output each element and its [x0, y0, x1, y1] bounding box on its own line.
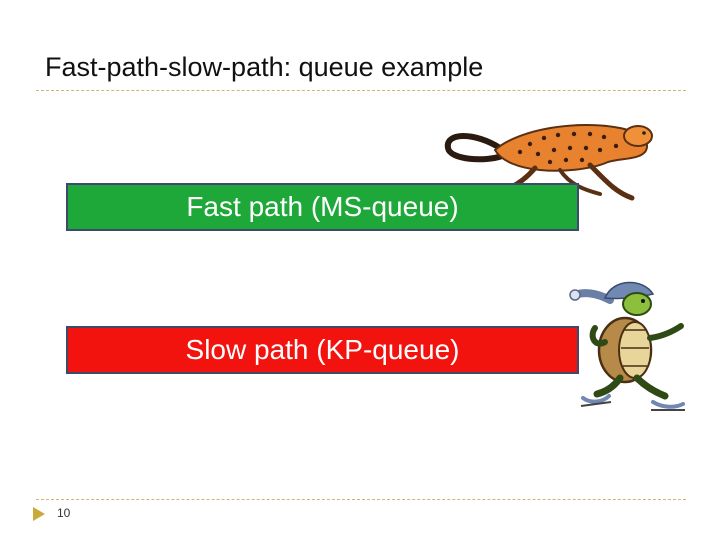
page-number: 10 — [57, 506, 71, 520]
triangle-bullet-icon — [33, 507, 45, 521]
title-divider — [36, 90, 686, 91]
fast-path-box: Fast path (MS-queue) — [66, 183, 579, 231]
fast-path-label: Fast path (MS-queue) — [186, 191, 459, 222]
slide-title: Fast-path-slow-path: queue example — [45, 52, 484, 82]
footer-divider — [36, 499, 686, 500]
slow-path-box: Slow path (KP-queue) — [66, 326, 579, 374]
turtle-icon — [569, 281, 685, 411]
slow-path-label: Slow path (KP-queue) — [185, 334, 460, 365]
